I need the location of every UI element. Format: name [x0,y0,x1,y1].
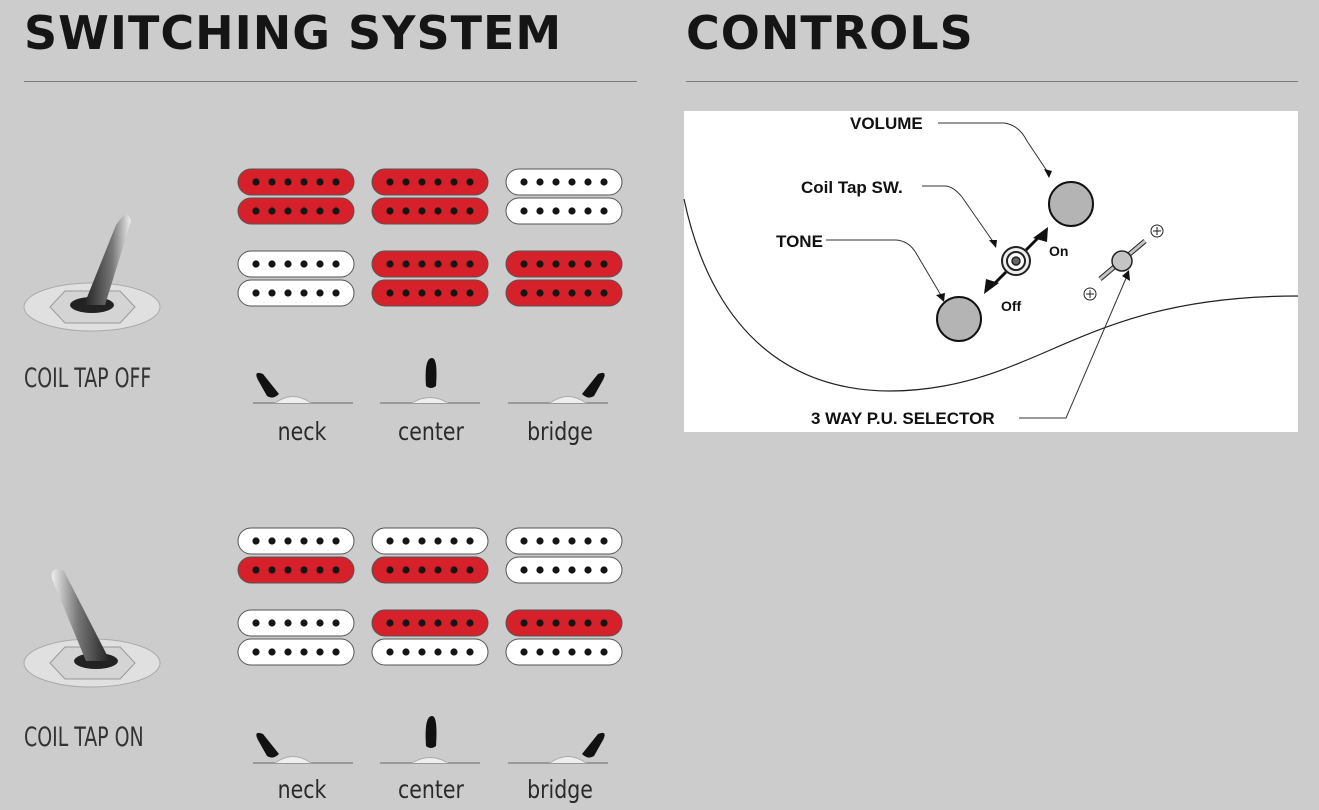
pickup-coil-center-bottom-2 [371,279,489,307]
pickup-coil-center-bottom-1 [371,609,489,637]
toggle-switch-off-icon [23,214,161,332]
pickup-coil-center-top-2 [371,197,489,225]
toggle-switch-on-icon [23,569,161,688]
position-label-neck: neck [277,417,327,446]
controls-title: CONTROLS [686,6,974,60]
tone-knob-icon [936,296,982,342]
switching-system-title: SWITCHING SYSTEM [24,6,563,60]
pickup-coil-bridge-bottom-1 [505,609,623,637]
pickup-coil-neck-bottom-1 [237,250,355,278]
pickup-selector-label: 3 WAY P.U. SELECTOR [811,409,995,428]
tone-leader-line [826,239,943,298]
position-label-center: center [398,417,464,446]
pickup-selector-icon [1083,224,1164,301]
pickup-coil-neck-bottom-1 [237,609,355,637]
selector-bridge-icon [508,732,608,764]
pickup-coil-neck-top-2 [237,556,355,584]
pickup-coil-bridge-bottom-2 [505,279,623,307]
position-label-center: center [398,775,464,804]
selector-neck-icon [253,732,353,764]
off-label: Off [1001,298,1022,314]
mode-label-coil-tap-on: COIL TAP ON [24,722,144,753]
selector-center-icon [380,358,480,404]
position-label-neck: neck [277,775,327,804]
pickup-coil-bridge-top-1 [505,168,623,196]
pickup-coil-neck-top-1 [237,527,355,555]
pickup-coil-center-bottom-1 [371,250,489,278]
pickup-coil-center-top-2 [371,556,489,584]
guitar-body-outline [683,198,1299,392]
selector-neck-icon [253,372,353,404]
selector-leader-line [1019,275,1128,419]
on-arrow-icon [1024,227,1048,252]
controls-panel-background [684,111,1298,432]
pickup-grid-coil-tap-off [237,168,623,307]
pickup-coil-center-top-1 [371,168,489,196]
pickup-coil-neck-bottom-2 [237,638,355,666]
controls-diagram: VOLUME Coil Tap SW. TONE On Off 3 WAY P.… [683,111,1299,432]
coil-tap-leader-line [922,185,995,244]
pickup-coil-neck-top-2 [237,197,355,225]
divider-right [686,81,1298,82]
coil-tap-switch-label: Coil Tap SW. [801,178,903,197]
pickup-coil-bridge-top-2 [505,556,623,584]
pickup-grid-coil-tap-on [237,527,623,666]
coil-tap-switch-icon [1001,246,1031,276]
pickup-coil-center-bottom-2 [371,638,489,666]
volume-label: VOLUME [850,114,923,133]
mode-label-coil-tap-off: COIL TAP OFF [24,363,152,394]
pickup-coil-bridge-bottom-2 [505,638,623,666]
off-arrow-icon [984,270,1008,294]
volume-leader-line [938,122,1050,175]
pickup-coil-neck-bottom-2 [237,279,355,307]
divider-left [24,81,637,82]
volume-knob-icon [1048,181,1094,227]
selector-bridge-icon [508,372,608,404]
pickup-coil-bridge-bottom-1 [505,250,623,278]
pickup-coil-center-top-1 [371,527,489,555]
tone-label: TONE [776,232,823,251]
position-label-bridge: bridge [527,775,593,804]
pickup-coil-neck-top-1 [237,168,355,196]
pickup-coil-bridge-top-1 [505,527,623,555]
selector-center-icon [380,716,480,764]
position-label-bridge: bridge [527,417,593,446]
pickup-coil-bridge-top-2 [505,197,623,225]
on-label: On [1049,243,1068,259]
